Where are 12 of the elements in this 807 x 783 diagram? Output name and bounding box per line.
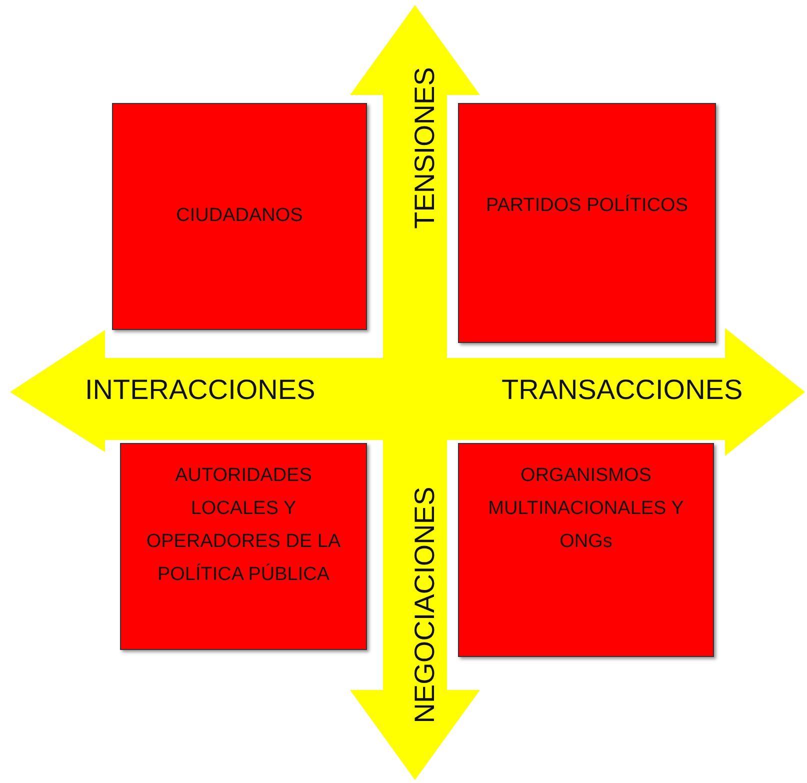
actor-label: AUTORIDADES LOCALES Y OPERADORES DE LA POLÍTICA PÚBLICA bbox=[145, 464, 342, 587]
actor-label: ORGANISMOS MULTINACIONALES Y ONGs bbox=[487, 464, 685, 554]
arrow-label: TRANSACCIONES bbox=[502, 374, 743, 406]
arrow-label: TENSIONES bbox=[408, 67, 441, 229]
actor-label: PARTIDOS POLÍTICOS bbox=[484, 194, 689, 218]
actor-box bbox=[120, 443, 367, 650]
actor-box bbox=[458, 443, 714, 657]
arrow-label: INTERACCIONES bbox=[85, 374, 316, 406]
actor-box bbox=[458, 103, 716, 343]
arrow-label: NEGOCIACIONES bbox=[409, 486, 442, 724]
actor-box bbox=[112, 103, 367, 330]
actor-label: CIUDADANOS bbox=[175, 204, 304, 228]
